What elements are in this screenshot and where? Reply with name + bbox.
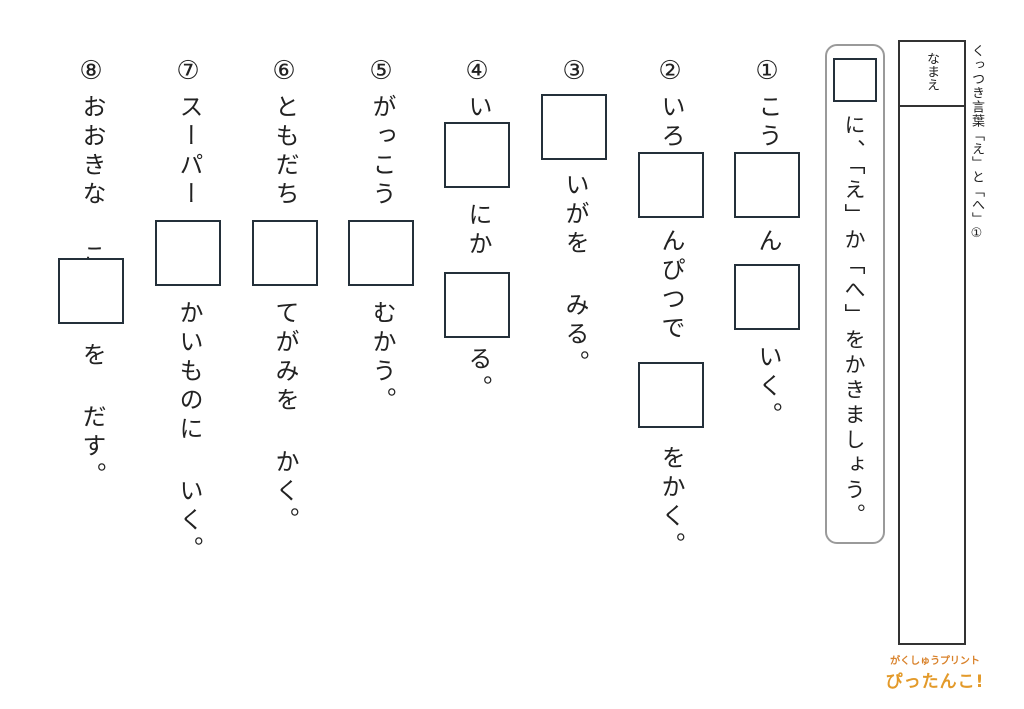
question-text: ん xyxy=(754,228,782,257)
question-text: スーパー xyxy=(175,94,203,210)
answer-box[interactable] xyxy=(541,94,607,160)
question-number: ⑦ xyxy=(173,56,203,86)
answer-box[interactable] xyxy=(348,220,414,286)
instruction-text: に、「え」か「へ」をかきましょう。 xyxy=(842,114,866,529)
question-text: いく。 xyxy=(754,344,782,431)
question-number: ⑥ xyxy=(269,56,299,86)
question-number: ⑧ xyxy=(76,56,106,86)
name-divider xyxy=(900,105,964,107)
question-number: ② xyxy=(655,56,685,86)
question-text: がっこう xyxy=(368,94,396,210)
answer-box[interactable] xyxy=(638,362,704,428)
logo-subtitle: がくしゅうプリント xyxy=(890,656,980,667)
question-number: ⑤ xyxy=(366,56,396,86)
instruction-example-box xyxy=(833,58,877,102)
instruction-panel: に、「え」か「へ」をかきましょう。 xyxy=(825,44,885,544)
answer-box[interactable] xyxy=(444,122,510,188)
question-number: ① xyxy=(752,56,782,86)
name-field[interactable]: なまえ xyxy=(898,40,966,645)
answer-box[interactable] xyxy=(734,152,800,218)
question-text: こう xyxy=(754,94,782,152)
answer-box[interactable] xyxy=(155,220,221,286)
question-text: てがみを かく。 xyxy=(271,300,299,536)
question-text: むかう。 xyxy=(368,300,396,416)
question-text: る。 xyxy=(464,346,492,404)
question-text: んぴつで xyxy=(657,228,685,344)
question-text: にか xyxy=(464,202,492,260)
question-text: いがを みる。 xyxy=(561,172,589,379)
name-label: なまえ xyxy=(924,52,939,91)
question-number: ③ xyxy=(559,56,589,86)
question-text: をかく。 xyxy=(657,445,685,561)
answer-box[interactable] xyxy=(638,152,704,218)
question-text: ともだち xyxy=(271,94,299,210)
question-text: を だす。 xyxy=(78,342,106,491)
worksheet-title: くっつき言葉「え」と「へ」① xyxy=(969,44,984,242)
question-text: いろ xyxy=(657,94,685,152)
answer-box[interactable] xyxy=(58,258,124,324)
answer-box[interactable] xyxy=(444,272,510,338)
question-text: おおきな こ xyxy=(78,94,106,272)
answer-box[interactable] xyxy=(252,220,318,286)
logo-title: ぴったんこ! xyxy=(885,672,985,692)
question-text: い xyxy=(464,94,492,123)
question-text: かいものに いく。 xyxy=(175,300,203,565)
answer-box[interactable] xyxy=(734,264,800,330)
brand-logo: がくしゅうプリント ぴったんこ! xyxy=(880,652,990,692)
question-number: ④ xyxy=(462,56,492,86)
